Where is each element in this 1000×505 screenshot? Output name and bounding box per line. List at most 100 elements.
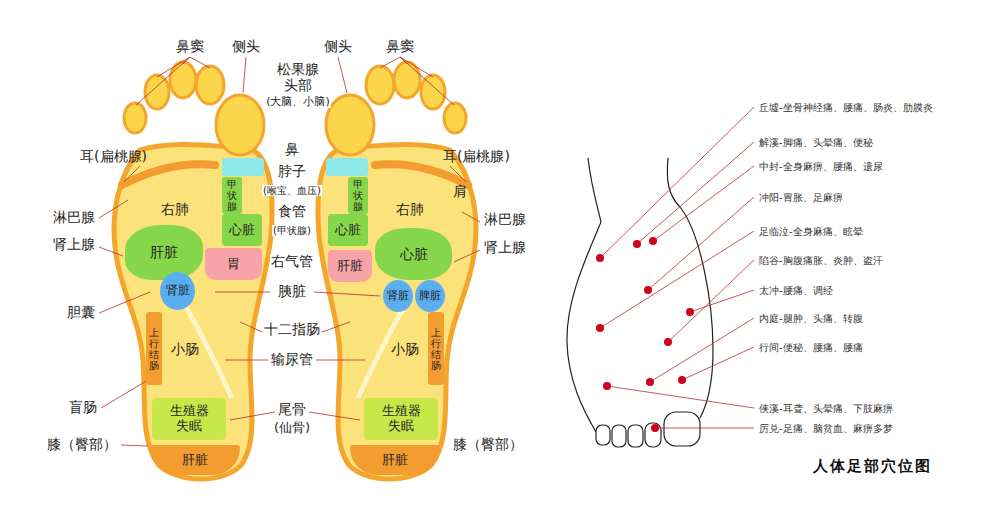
part-label: 肾上腺	[52, 237, 96, 252]
acupoint-note: 冲阳-胃胀、足麻痹	[758, 192, 844, 203]
orange-band	[122, 164, 215, 185]
organ-zone: 肾脏	[383, 280, 413, 312]
part-label: 十二指肠	[263, 322, 321, 337]
part-label: 小肠	[390, 342, 420, 357]
part-label: 盲肠	[68, 400, 98, 415]
organ-zone: 心脏	[375, 228, 452, 280]
part-label: 鼻窦	[175, 39, 205, 54]
part-label: 尾骨	[277, 402, 307, 417]
acupoint-dot	[664, 338, 672, 346]
part-label: 右气管	[270, 254, 314, 269]
neck-zone	[222, 158, 264, 176]
organ-name: 上行结肠	[149, 327, 159, 371]
part-label: 松果腺	[276, 62, 320, 77]
part-label: 输尿管	[270, 352, 314, 367]
acupoint-dot	[596, 324, 604, 332]
acupoint-dot	[651, 424, 659, 432]
organ-name: 肝脏	[150, 244, 178, 260]
organ-name: 生殖器 失眠	[162, 404, 216, 434]
part-label: 食管	[277, 204, 307, 219]
toe	[145, 75, 169, 109]
part-label: 头部	[283, 78, 313, 93]
big-toe	[664, 412, 700, 446]
organ-zone: 生殖器 失眠	[152, 398, 226, 440]
organ-zone: 肝脏	[150, 445, 240, 475]
toe	[628, 425, 643, 447]
part-label: 淋巴腺	[483, 212, 527, 227]
big-toe	[216, 95, 264, 155]
part-label: 脖子	[277, 164, 307, 179]
callout-lines	[600, 107, 754, 428]
organ-name: 甲状腺	[353, 179, 363, 212]
leader-line	[380, 57, 454, 105]
leader-line	[454, 212, 480, 262]
organ-zone: 肾脏	[160, 272, 195, 310]
acupoint-note: 侠溪-耳聋、头晕痛、下肢麻痹	[758, 403, 894, 414]
organ-zone: 甲状腺	[348, 177, 368, 214]
acupoint-dot	[633, 240, 641, 248]
organ-name: 肾脏	[166, 284, 190, 298]
acupoint-note: 陷谷-胸腹痛胀、炎肿、盗汗	[758, 255, 884, 266]
part-label: 鼻窦	[385, 39, 415, 54]
part-label: 侧头	[231, 39, 261, 54]
organ-name: 心脏	[335, 223, 361, 238]
acupoint-note: 解溪-脚痛、头晕痛、便秘	[758, 137, 874, 148]
foot-outline	[567, 222, 601, 432]
acupoint-dot	[596, 254, 604, 262]
organ-name: 心脏	[229, 223, 255, 238]
part-label: (仙骨)	[273, 421, 311, 435]
part-label: 膝（臀部）	[46, 437, 118, 452]
part-label: 胆囊	[66, 305, 96, 320]
foot-sole	[318, 62, 476, 479]
organ-name: 生殖器 失眠	[374, 404, 428, 434]
acupoint-note: 太冲-腰痛、调经	[758, 285, 834, 296]
acupoint-dot	[686, 308, 694, 316]
foot-outline	[680, 207, 713, 418]
part-label: 肾上腺	[483, 240, 527, 255]
organ-name: 脾脏	[419, 290, 441, 303]
part-label: 耳(扁桃腺)	[79, 149, 148, 164]
toe	[124, 103, 146, 133]
part-label: 右肺	[160, 202, 190, 217]
organ-zone: 肝脏	[350, 445, 440, 475]
part-label: (喉宝、血压)	[262, 185, 322, 196]
organ-name: 肝脏	[337, 259, 363, 274]
acupoint-note: 中封-全身麻痹、腰痛、遗尿	[758, 161, 884, 172]
organ-name: 胃	[227, 257, 240, 272]
organ-zone: 上行结肠	[146, 312, 162, 385]
part-label: 膝（臀部）	[452, 437, 524, 452]
part-label: 侧头	[323, 39, 353, 54]
toe	[170, 62, 196, 98]
acupoint-note: 丘墟-坐骨神经痛、腰痛、肠炎、肋膜炎	[758, 102, 934, 113]
organ-name: 甲状腺	[227, 179, 237, 212]
organ-zone: 生殖器 失眠	[364, 398, 438, 440]
leader-line	[600, 107, 754, 342]
toe	[645, 423, 661, 447]
organ-zone: 胃	[205, 248, 262, 280]
part-label: 肩	[452, 184, 468, 199]
acupoint-dot	[646, 378, 654, 386]
acupoints	[596, 237, 694, 432]
acupoint-dot	[678, 376, 686, 384]
leader-lines	[99, 57, 480, 446]
foot-outline	[114, 144, 272, 479]
part-label: 淋巴腺	[52, 210, 96, 225]
organ-name: 心脏	[400, 246, 428, 262]
organ-zone: 上行结肠	[428, 312, 444, 385]
organ-name: 肝脏	[182, 453, 208, 468]
part-label: 右肺	[395, 202, 425, 217]
acupoint-note: 厉兑-足痛、脑贫血、麻痹多梦	[758, 423, 894, 434]
acupoint-note: 行间-便秘、腰痛、腰痛	[758, 342, 864, 353]
organ-zone: 心脏	[328, 214, 368, 246]
toe	[196, 66, 224, 104]
part-label: 鼻	[284, 142, 300, 157]
organ-zone: 肝脏	[328, 250, 372, 282]
organ-name: 肾脏	[387, 290, 409, 303]
acupoint-dot	[649, 237, 657, 245]
acupoint-dot	[603, 382, 611, 390]
acupoint-note: 足临泣-全身麻痛、眩晕	[758, 226, 864, 237]
organ-name: 肝脏	[382, 453, 408, 468]
leader-line	[136, 57, 210, 105]
chart-title: 人体足部穴位图	[813, 457, 932, 476]
part-label: (大脑、小脑)	[265, 96, 331, 108]
